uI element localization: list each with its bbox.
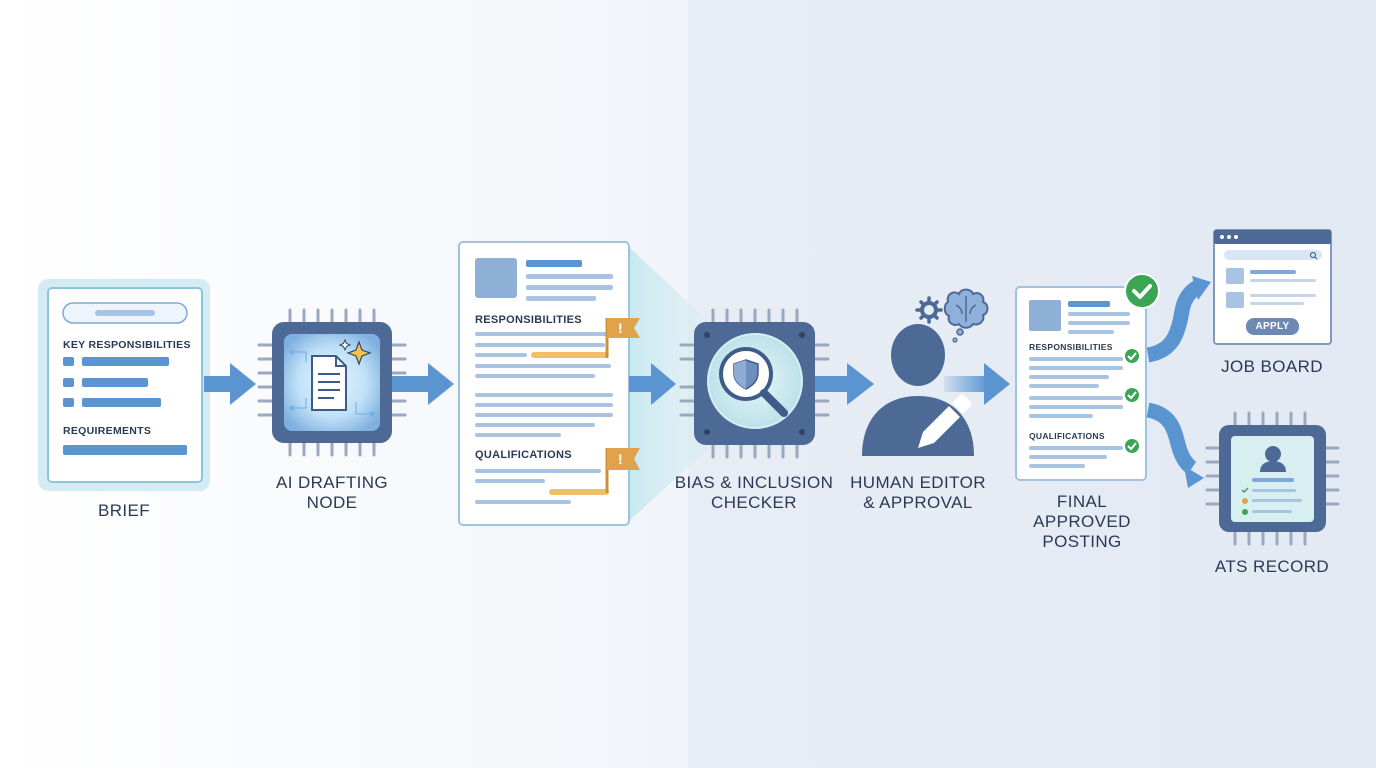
- ats-record-label-text: ATS RECORD: [1214, 557, 1330, 576]
- human-editor-label: HUMAN EDITOR & APPROVAL: [843, 473, 993, 513]
- flow-arrow-up: [1146, 276, 1211, 363]
- draft-document: [458, 241, 640, 526]
- flag-icon: [605, 448, 640, 493]
- brief-document: [38, 279, 210, 491]
- flag-exclamation: !: [618, 451, 623, 467]
- flow-arrow: [815, 363, 874, 405]
- flow-arrow: [944, 363, 1010, 405]
- final-posting-label-line2: APPROVED: [1033, 512, 1131, 531]
- brief-label: BRIEF: [64, 501, 184, 521]
- job-board-label: JOB BOARD: [1207, 357, 1337, 377]
- final-posting-label: FINAL APPROVED POSTING: [1022, 492, 1142, 552]
- ai-drafting-label-line2: NODE: [306, 493, 358, 512]
- draft-section-qualifications: QUALIFICATIONS: [475, 449, 572, 461]
- bias-checker-label: BIAS & INCLUSION CHECKER: [664, 473, 844, 513]
- human-editor-label-line1: HUMAN EDITOR: [850, 473, 986, 492]
- final-posting-label-line1: FINAL: [1056, 492, 1108, 511]
- ats-record-chip: [1205, 411, 1340, 546]
- ai-drafting-label: AI DRAFTING NODE: [262, 473, 402, 513]
- gear-icon: [915, 296, 943, 324]
- bias-checker-label-line2: CHECKER: [711, 493, 797, 512]
- brief-section-responsibilities: KEY RESPONSIBILITIES: [63, 339, 191, 351]
- checkmark-icon: [1124, 273, 1160, 309]
- flag-icon: [605, 318, 640, 358]
- checkmark-icon: [1125, 388, 1139, 402]
- checkmark-icon: [1125, 349, 1139, 363]
- human-editor-label-line2: & APPROVAL: [863, 493, 973, 512]
- bias-checker-label-line1: BIAS & INCLUSION: [674, 473, 834, 492]
- flag-exclamation: !: [618, 320, 623, 336]
- brain-icon: [943, 288, 989, 343]
- brief-section-requirements: REQUIREMENTS: [63, 425, 152, 437]
- ai-drafting-label-line1: AI DRAFTING: [275, 473, 389, 492]
- brief-label-text: BRIEF: [97, 501, 151, 520]
- flow-arrow-down: [1146, 402, 1204, 488]
- pencil-icon: [918, 394, 972, 448]
- final-posting-document: [1015, 273, 1160, 481]
- final-posting-label-line3: POSTING: [1042, 532, 1122, 551]
- document-icon: [311, 355, 347, 411]
- checkmark-icon: [1125, 439, 1139, 453]
- job-board-window: [1213, 229, 1332, 345]
- flow-arrow: [629, 363, 676, 405]
- flow-arrow: [392, 363, 454, 405]
- bias-checker-chip: [679, 308, 830, 459]
- human-editor: [862, 288, 989, 456]
- flow-arrow: [204, 363, 256, 405]
- sparkle-icon: [338, 338, 372, 366]
- apply-button[interactable]: APPLY: [1255, 321, 1290, 332]
- final-section-responsibilities: RESPONSIBILITIES: [1029, 342, 1113, 352]
- job-board-label-text: JOB BOARD: [1221, 357, 1323, 376]
- draft-section-responsibilities: RESPONSIBILITIES: [475, 314, 582, 326]
- ai-drafting-chip: [257, 308, 407, 457]
- ats-record-label: ATS RECORD: [1207, 557, 1337, 577]
- search-icon: [1309, 251, 1318, 260]
- final-section-qualifications: QUALIFICATIONS: [1029, 431, 1105, 441]
